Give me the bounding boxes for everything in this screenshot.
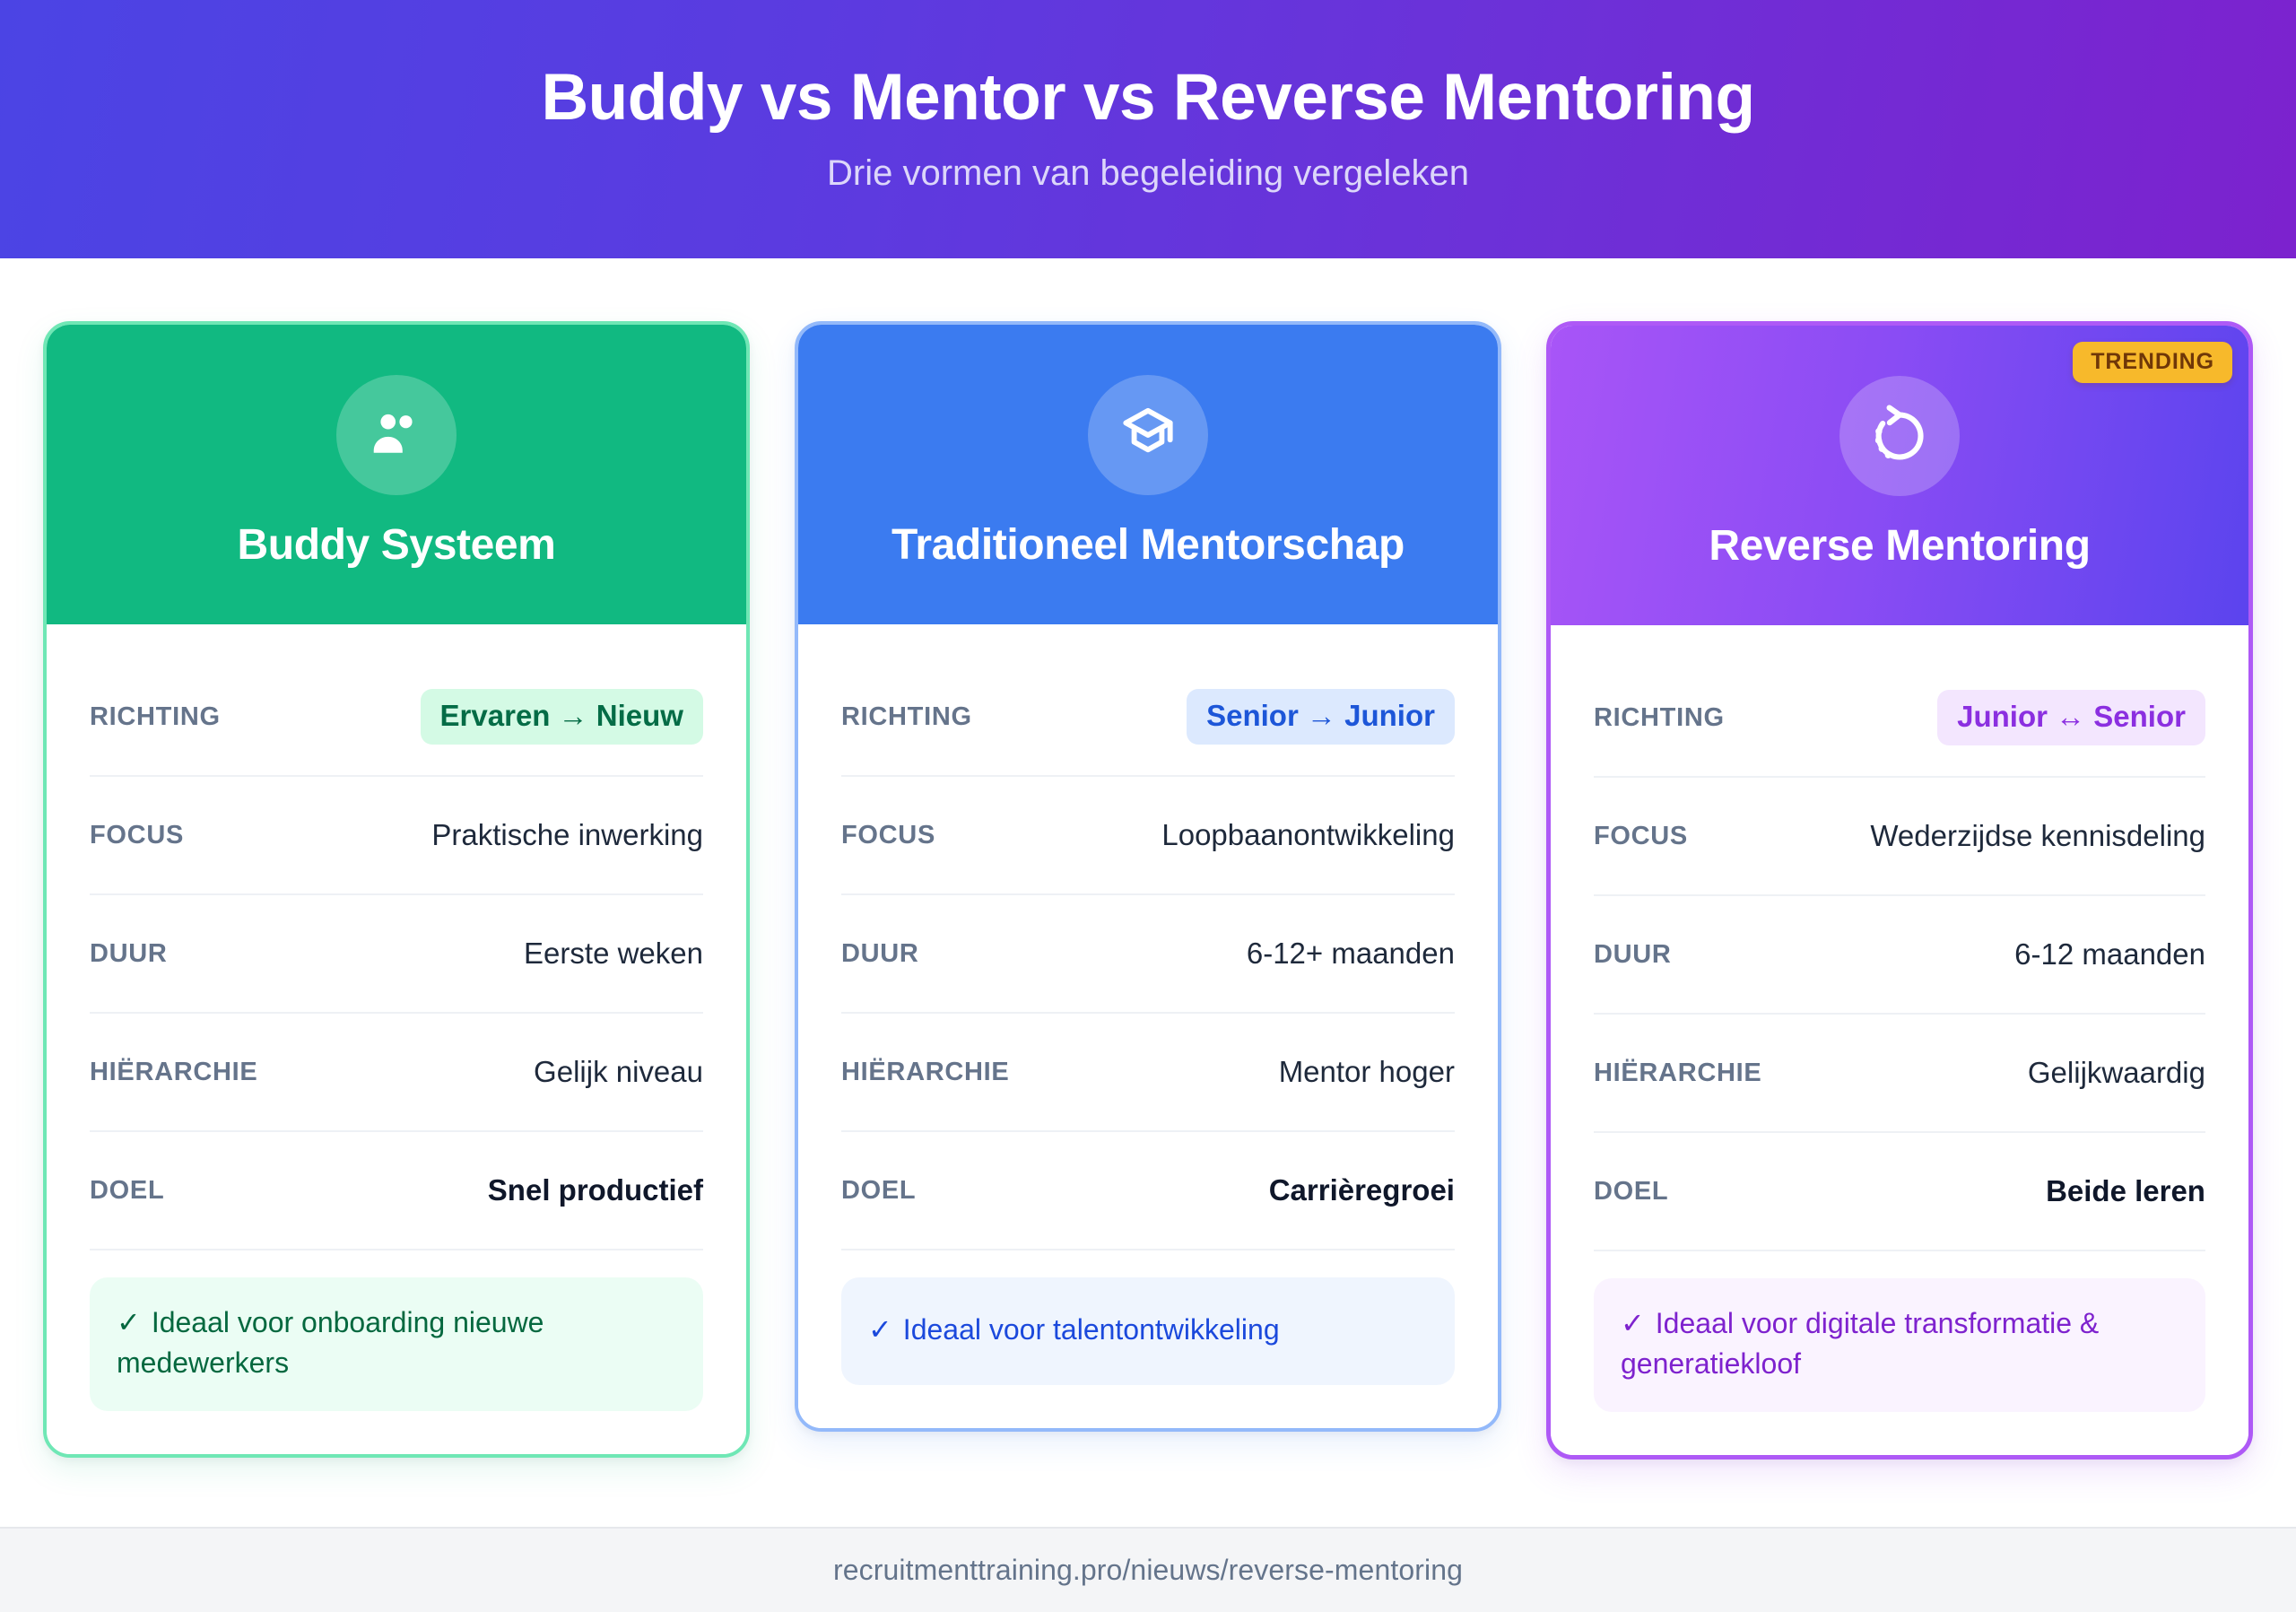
row-value: Wederzijdse kennisdeling (1870, 819, 2205, 853)
row-value-pill: Junior ↔ Senior (1937, 690, 2205, 745)
status-badge-trending: TRENDING (2073, 342, 2232, 383)
table-row: DUUR 6-12+ maanden (840, 895, 1455, 1014)
card-callout-mentor: ✓ Ideaal voor talentontwikkeling (840, 1277, 1455, 1385)
card-header-reverse: TRENDING Reverse Mentoring (1550, 326, 2248, 625)
row-value: Mentor hoger (1278, 1055, 1455, 1089)
page-subtitle: Drie vormen van begeleiding vergeleken (827, 153, 1469, 194)
table-row: FOCUS Praktische inwerking (90, 777, 703, 895)
table-row: RICHTING Senior → Junior (840, 658, 1455, 777)
card-title-reverse: Reverse Mentoring (1709, 521, 2091, 570)
table-row: RICHTING Ervaren → Nieuw (90, 658, 703, 777)
table-row: FOCUS Loopbaanontwikkeling (840, 777, 1455, 895)
card-body-reverse: RICHTING Junior ↔ Senior FOCUS Wederzijd… (1550, 625, 2248, 1455)
page-title: Buddy vs Mentor vs Reverse Mentoring (541, 60, 1755, 134)
row-label: RICHTING (90, 701, 221, 731)
table-row: HIËRARCHIE Mentor hoger (840, 1014, 1455, 1132)
rotate-left-icon (1839, 375, 1960, 496)
table-row: DUUR 6-12 maanden (1593, 896, 2205, 1015)
row-value: Eerste weken (524, 937, 703, 971)
card-callout-buddy: ✓Ideaal voor onboarding nieuwe medewerke… (90, 1277, 703, 1411)
row-value: 6-12+ maanden (1246, 937, 1455, 971)
table-row: DOEL Carrièregroei (840, 1132, 1455, 1250)
row-label: DOEL (90, 1175, 165, 1205)
card-title-mentor: Traditioneel Mentorschap (891, 520, 1405, 569)
check-icon: ✓ (867, 1313, 892, 1346)
row-label: DUUR (840, 938, 919, 968)
card-title-buddy: Buddy Systeem (237, 520, 556, 569)
row-label: HIËRARCHIE (840, 1057, 1010, 1086)
comparison-card-buddy[interactable]: Buddy Systeem RICHTING Ervaren → Nieuw F… (43, 321, 750, 1458)
comparison-card-grid: Buddy Systeem RICHTING Ervaren → Nieuw F… (0, 258, 2296, 1527)
row-label: DOEL (1593, 1176, 1669, 1206)
row-value: Carrièregroei (1268, 1173, 1455, 1207)
row-label: FOCUS (1593, 821, 1688, 850)
card-callout-reverse: ✓Ideaal voor digitale transformatie & ge… (1593, 1278, 2205, 1412)
row-value-pill: Ervaren → Nieuw (420, 689, 703, 745)
people-icon (335, 374, 457, 495)
row-label: DUUR (90, 938, 168, 968)
table-row: DOEL Beide leren (1593, 1133, 2205, 1251)
card-body-buddy: RICHTING Ervaren → Nieuw FOCUS Praktisch… (47, 624, 746, 1454)
row-value: Beide leren (2046, 1174, 2205, 1208)
row-label: DOEL (840, 1175, 917, 1205)
card-body-mentor: RICHTING Senior → Junior FOCUS Loopbaano… (797, 624, 1498, 1428)
row-value-pill: Senior → Junior (1187, 689, 1455, 745)
row-value: Gelijkwaardig (2027, 1056, 2205, 1090)
row-label: RICHTING (840, 701, 972, 731)
callout-text: Ideaal voor digitale transformatie & gen… (1620, 1307, 2100, 1381)
table-row: DOEL Snel productief (90, 1132, 703, 1250)
row-label: HIËRARCHIE (1593, 1058, 1762, 1087)
check-icon: ✓ (117, 1306, 141, 1338)
table-row: HIËRARCHIE Gelijkwaardig (1593, 1015, 2205, 1133)
check-icon: ✓ (1620, 1307, 1645, 1339)
row-value: Praktische inwerking (431, 818, 703, 852)
card-header-buddy: Buddy Systeem (47, 325, 746, 624)
row-label: HIËRARCHIE (90, 1057, 258, 1086)
callout-text: Ideaal voor talentontwikkeling (902, 1313, 1280, 1346)
graduation-cap-icon (1087, 374, 1208, 495)
page-header-banner: Buddy vs Mentor vs Reverse Mentoring Dri… (0, 0, 2296, 258)
footer-url: recruitmenttraining.pro/nieuws/reverse-m… (833, 1554, 1463, 1586)
row-label: FOCUS (90, 820, 184, 850)
comparison-card-reverse[interactable]: TRENDING Reverse Mentoring RICHTING Juni… (1545, 321, 2253, 1460)
row-value: Gelijk niveau (534, 1055, 703, 1089)
table-row: RICHTING Junior ↔ Senior (1593, 659, 2205, 778)
callout-text: Ideaal voor onboarding nieuwe medewerker… (117, 1306, 544, 1380)
table-row: HIËRARCHIE Gelijk niveau (90, 1014, 703, 1132)
row-value: Snel productief (487, 1173, 703, 1207)
table-row: DUUR Eerste weken (90, 895, 703, 1014)
row-label: DUUR (1593, 939, 1672, 969)
row-value: Loopbaanontwikkeling (1161, 818, 1455, 852)
row-label: RICHTING (1593, 702, 1725, 732)
row-value: 6-12 maanden (2014, 937, 2205, 972)
comparison-card-mentor[interactable]: Traditioneel Mentorschap RICHTING Senior… (794, 321, 1501, 1432)
table-row: FOCUS Wederzijdse kennisdeling (1593, 778, 2205, 896)
row-label: FOCUS (840, 820, 935, 850)
page-footer: recruitmenttraining.pro/nieuws/reverse-m… (0, 1527, 2296, 1612)
card-header-mentor: Traditioneel Mentorschap (797, 325, 1498, 624)
